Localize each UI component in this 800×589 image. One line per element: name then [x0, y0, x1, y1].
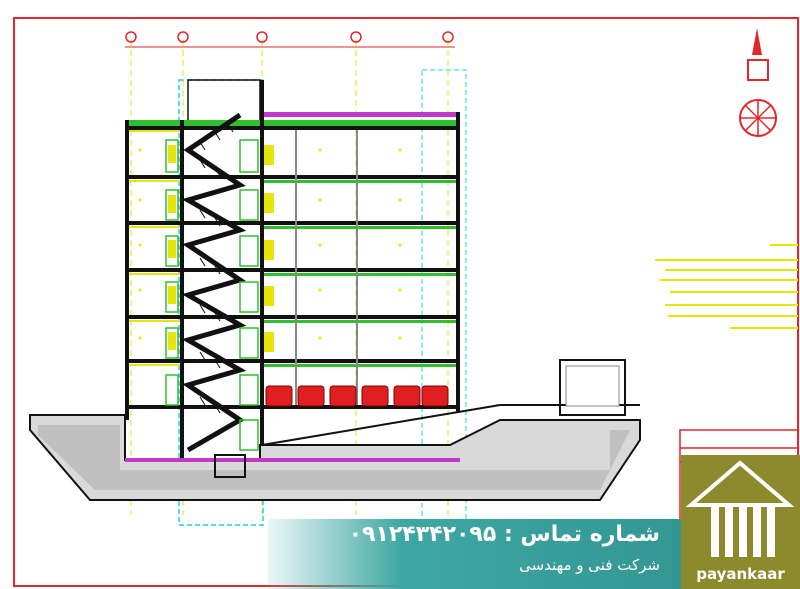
north-arrow-icon	[739, 28, 777, 137]
ground-section	[29, 359, 641, 501]
staircase	[181, 112, 247, 453]
building-logo-icon	[685, 460, 795, 557]
floor-slabs	[125, 126, 460, 409]
notes-block	[655, 244, 798, 329]
doors	[165, 139, 259, 451]
roof-parapet	[187, 79, 261, 125]
parking-cars	[265, 385, 449, 407]
contact-phone: شماره تماس : ۰۹۱۲۴۳۴۲۰۹۵	[348, 522, 660, 547]
company-name: شرکت فنی و مهندسی	[519, 556, 660, 574]
columns	[125, 80, 460, 460]
brand-name: payankaar	[696, 565, 785, 583]
brand-logo	[681, 455, 800, 589]
